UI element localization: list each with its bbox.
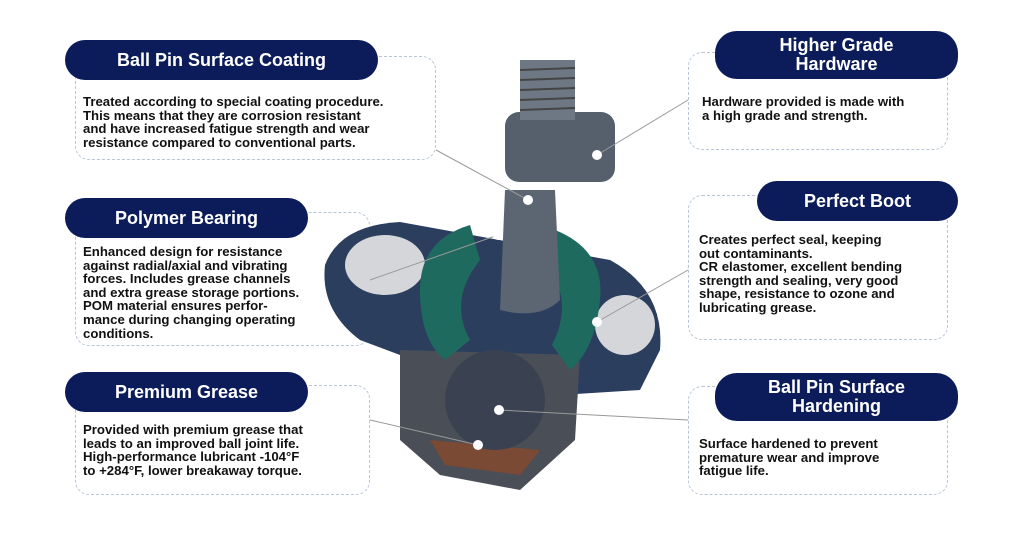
ball-pin	[500, 190, 560, 314]
feature-text: Provided with premium grease that leads …	[83, 422, 303, 478]
feature-title: Polymer Bearing	[65, 198, 308, 238]
feature-text: Surface hardened to prevent premature we…	[699, 436, 880, 479]
feature-title: Ball Pin Surface Hardening	[715, 373, 958, 421]
feature-text: Hardware provided is made with a high gr…	[702, 94, 905, 123]
marker-dots	[473, 150, 602, 450]
feature-text: Creates perfect seal, keeping out contam…	[699, 232, 903, 315]
boot-left	[420, 225, 480, 360]
feature-title: Ball Pin Surface Coating	[65, 40, 378, 80]
ball	[445, 350, 545, 450]
feature-title: Higher Grade Hardware	[715, 31, 958, 79]
stud-right	[595, 295, 655, 355]
feature-title: Premium Grease	[65, 372, 308, 412]
boot-right	[545, 230, 601, 370]
thread-lines	[519, 67, 576, 111]
bearing-seat	[430, 440, 540, 475]
stud-left	[345, 235, 425, 295]
feature-text: Treated according to special coating pro…	[83, 94, 384, 150]
leader-lines	[369, 99, 689, 446]
feature-text: Enhanced design for resistance against r…	[83, 244, 300, 341]
nut	[505, 112, 615, 182]
feature-title: Perfect Boot	[757, 181, 958, 221]
